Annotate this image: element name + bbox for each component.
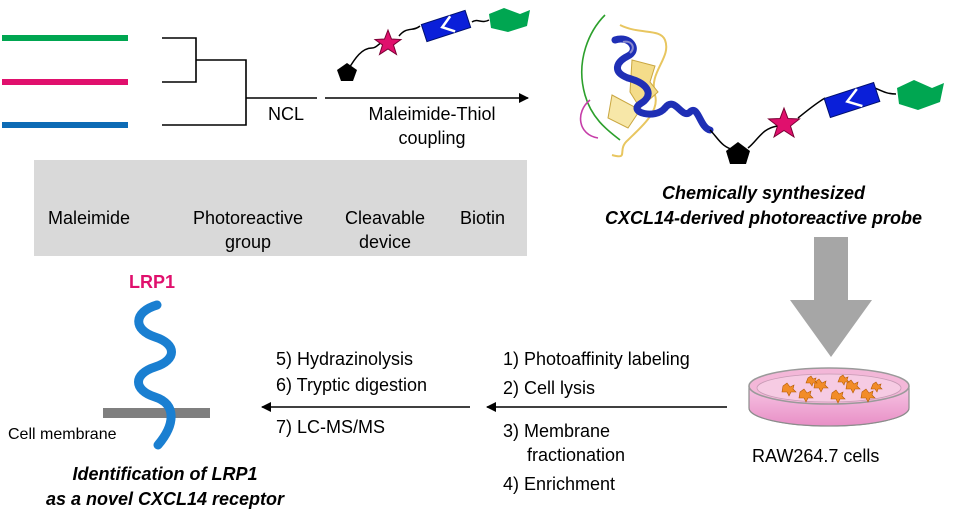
biotin-icon <box>489 8 530 32</box>
legend-box <box>34 160 527 256</box>
cxcl14-protein-structure <box>579 14 897 158</box>
step-tryptic-digestion: 6) Tryptic digestion <box>276 375 428 395</box>
probe-caption-line1: Chemically synthesized <box>661 183 866 203</box>
step-photoaffinity: 1) Photoaffinity labeling <box>503 349 690 369</box>
step-cell-lysis: 2) Cell lysis <box>503 378 596 398</box>
legend-label-device: device <box>358 232 412 252</box>
coupling-label-line1: Maleimide-Thiol <box>368 104 496 124</box>
cleavable-device-icon <box>420 9 472 43</box>
cell-membrane-label: Cell membrane <box>8 426 117 443</box>
step-enrichment: 4) Enrichment <box>503 474 616 494</box>
cells-label: RAW264.7 cells <box>752 446 880 466</box>
coupling-label-line2: coupling <box>398 128 466 148</box>
probe-schematic <box>337 8 530 81</box>
probe-cleavable-device-icon <box>823 81 881 119</box>
ligation-tree <box>162 37 317 126</box>
legend-label-maleimide: Maleimide <box>48 208 131 228</box>
maleimide-pentagon-icon <box>337 63 357 81</box>
cell-membrane-bar <box>103 408 210 418</box>
photoreactive-star-icon <box>373 28 403 56</box>
probe-maleimide-pentagon-icon <box>726 142 750 164</box>
legend-label-photoreactive: Photoreactive <box>192 208 304 228</box>
probe-biotin-icon <box>897 80 944 110</box>
ncl-label: NCL <box>268 104 305 124</box>
legend-label-cleavable: Cleavable <box>344 208 426 228</box>
receptor-caption-line2: as a novel CXCL14 receptor <box>45 489 285 509</box>
step-lc-ms: 7) LC-MS/MS <box>276 417 386 437</box>
lrp1-receptor-icon <box>134 300 176 450</box>
probe-star-icon <box>767 106 801 139</box>
legend-label-group: group <box>224 232 272 252</box>
gray-down-arrow <box>790 237 872 357</box>
step-fractionation: fractionation <box>527 445 626 465</box>
receptor-caption-line1: Identification of LRP1 <box>72 464 258 484</box>
probe-caption-line2: CXCL14-derived photoreactive probe <box>604 208 923 228</box>
culture-dish-icon <box>748 367 910 427</box>
lrp1-label: LRP1 <box>129 272 176 292</box>
step-hydrazinolysis: 5) Hydrazinolysis <box>276 349 414 369</box>
step-membrane: 3) Membrane <box>503 421 611 441</box>
legend-label-biotin: Biotin <box>460 208 506 228</box>
